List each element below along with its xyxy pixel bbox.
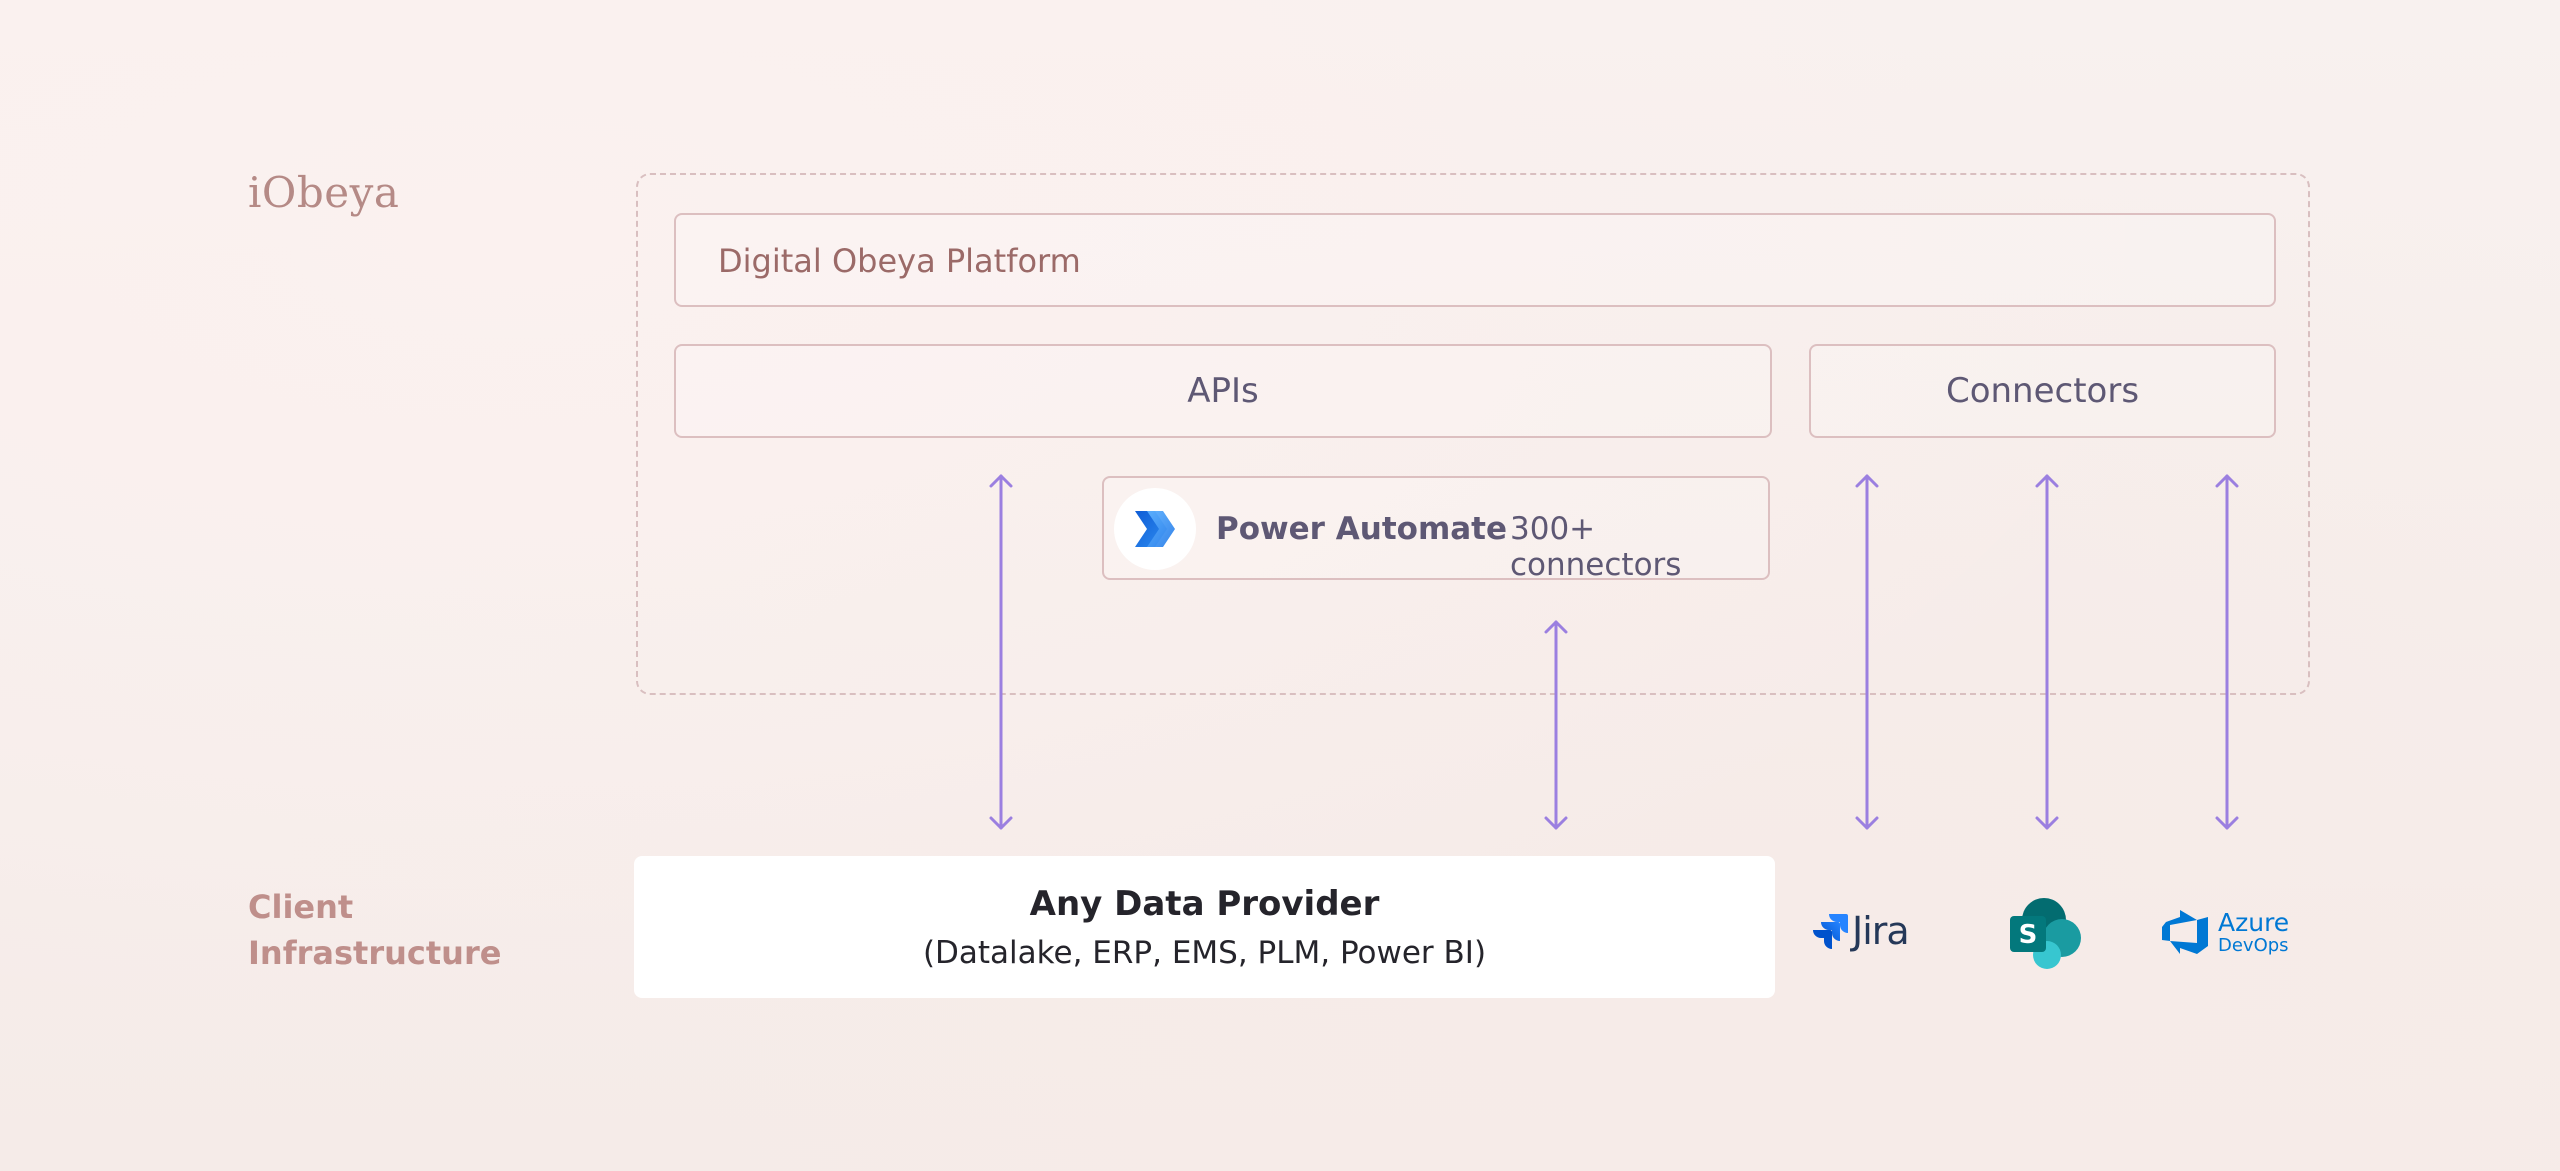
platform-dashed-frame [636, 173, 2310, 695]
digital-obeya-platform-box: Digital Obeya Platform [674, 213, 2276, 307]
jira-wordmark: Jira [1852, 909, 1910, 953]
brand-logo-text: iObeya [248, 168, 400, 217]
power-automate-box: Power Automate 300+ connectors [1102, 476, 1770, 583]
client-label-line2: Infrastructure [248, 934, 502, 972]
platform-title: Digital Obeya Platform [718, 242, 1081, 280]
jira-icon [1813, 914, 1848, 949]
client-label-line1: Client [248, 888, 354, 926]
azure-devops-icon [2162, 910, 2208, 954]
sharepoint-icon: S [2006, 896, 2086, 970]
azure-devops-logo: Azure DevOps [2162, 902, 2292, 962]
power-automate-connector-count: 300+ connectors [1510, 511, 1682, 583]
power-automate-icon [1114, 488, 1196, 570]
client-infrastructure-label: Client Infrastructure [248, 884, 548, 976]
provider-subtitle: (Datalake, ERP, EMS, PLM, Power BI) [922, 935, 1487, 971]
provider-title: Any Data Provider [1029, 884, 1380, 924]
any-data-provider-box: Any Data Provider (Datalake, ERP, EMS, P… [634, 856, 1775, 998]
azure-wordmark-line2: DevOps [2218, 934, 2289, 956]
connectors-box: Connectors [1809, 344, 2276, 438]
svg-text:S: S [2019, 920, 2038, 950]
power-automate-name: Power Automate [1216, 511, 1508, 547]
azure-wordmark-line1: Azure [2218, 907, 2290, 937]
apis-box: APIs [674, 344, 1772, 438]
jira-logo: Jira [1812, 906, 1922, 956]
azure-devops-wordmark: Azure DevOps [2218, 910, 2289, 955]
